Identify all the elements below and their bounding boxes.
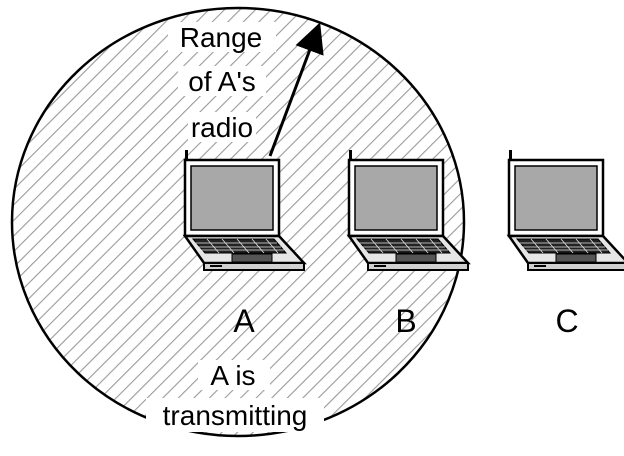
label-backing — [168, 22, 276, 52]
range-label-line-1: Range — [180, 22, 263, 53]
laptop-c-label: C — [555, 303, 578, 339]
range-label-line-2: of A's — [188, 66, 256, 97]
laptop-a-label: A — [233, 303, 255, 339]
label-backing — [146, 398, 324, 432]
range-label-line-3: radio — [191, 112, 253, 143]
transmit-label-line-2: transmitting — [163, 400, 308, 431]
range-arrow — [268, 22, 324, 157]
laptop-b-label: B — [395, 303, 416, 339]
laptop-c-icon — [507, 148, 624, 272]
label-backing — [178, 66, 266, 96]
label-backing — [188, 112, 256, 142]
transmit-label-line-1: A is — [210, 360, 255, 391]
label-backing — [198, 360, 270, 390]
